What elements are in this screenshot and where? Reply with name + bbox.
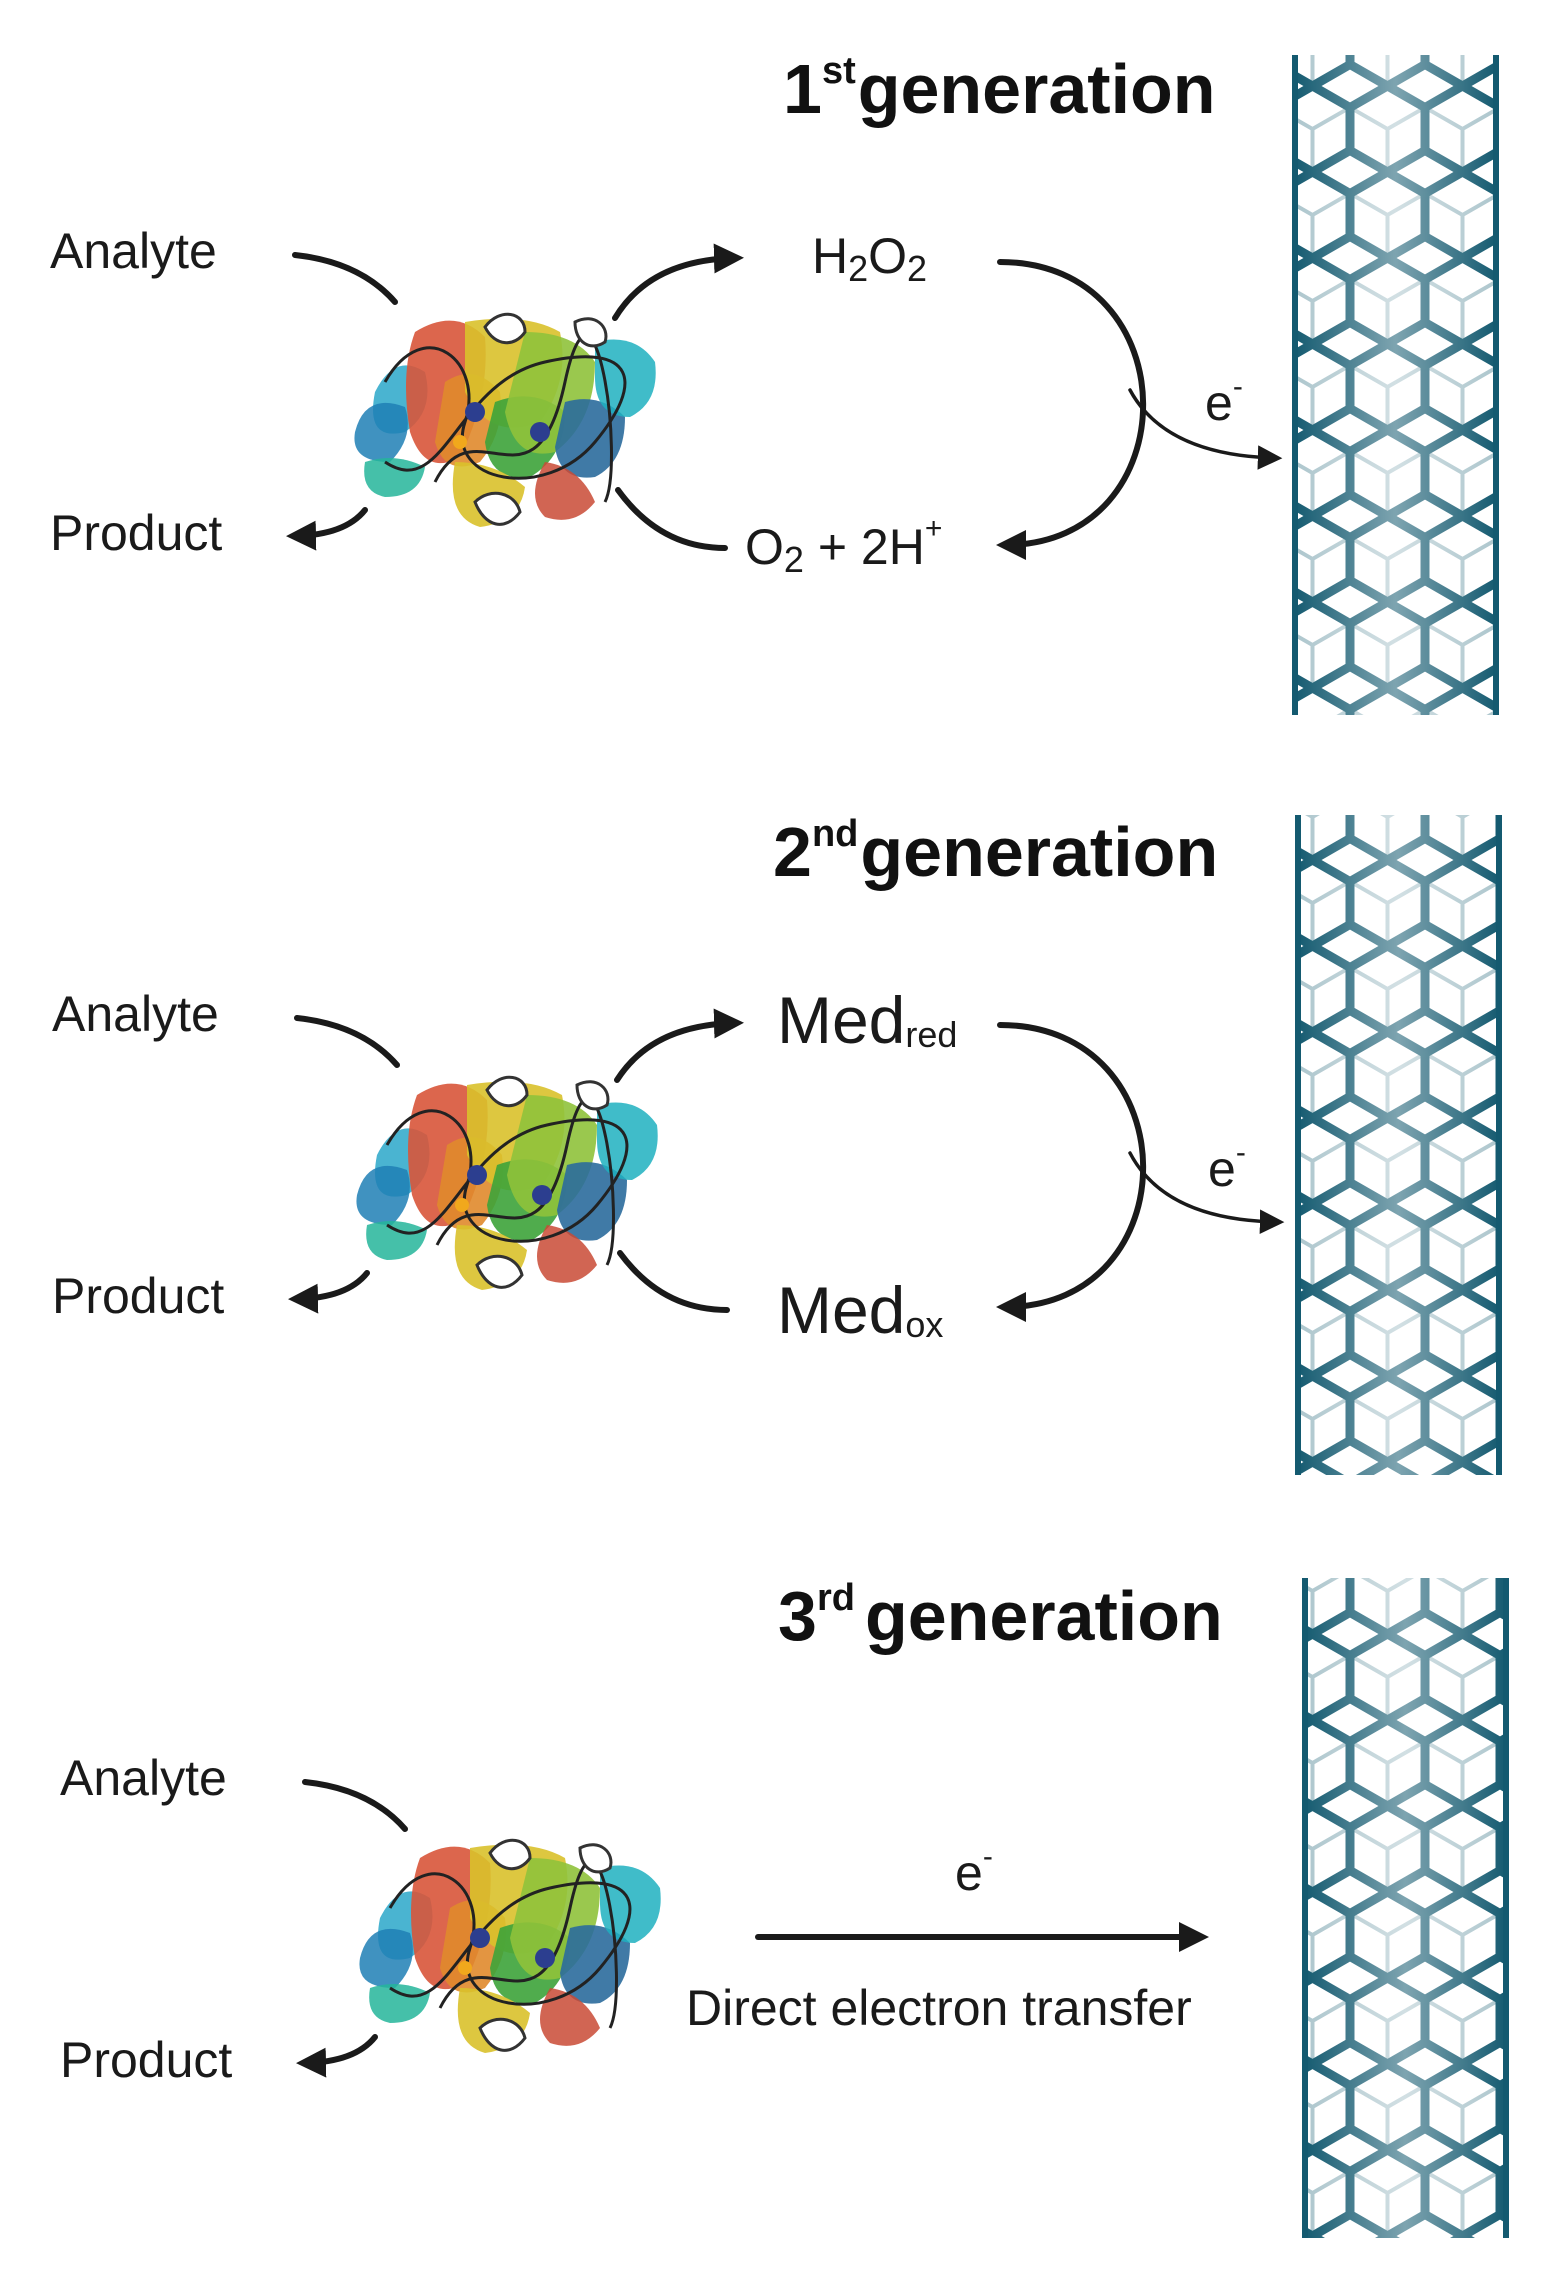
direct-electron-transfer-label: Direct electron transfer	[686, 1980, 1192, 2036]
redox-cycle-arc	[996, 259, 1147, 560]
reduced-mediator-label: Medred	[777, 983, 957, 1057]
enzyme-to-upper-arrow	[612, 243, 744, 321]
electron-to-electrode-arrow	[1128, 388, 1283, 470]
product-label: Product	[60, 2032, 232, 2088]
carbon-nanotube-icon	[1302, 1578, 1509, 2238]
panel-first-generation: 1stgeneration Analyte Product H2O2 O2 + …	[50, 50, 1499, 715]
hydrogen-peroxide-label: H2O2	[812, 228, 927, 289]
product-label: Product	[50, 505, 222, 561]
panel-title: 1stgeneration	[783, 50, 1216, 128]
enzyme-protein-structure-icon	[354, 1075, 660, 1292]
product-label: Product	[52, 1268, 224, 1324]
enzyme-protein-structure-icon	[352, 312, 658, 529]
product-arrow	[288, 1270, 370, 1314]
analyte-arrow	[302, 1779, 408, 1832]
panel-title: 2ndgeneration	[773, 813, 1218, 891]
analyte-arrow	[294, 1015, 400, 1068]
analyte-arrow	[292, 252, 398, 305]
electron-label: e-	[1205, 370, 1243, 431]
electron-label: e-	[955, 1840, 993, 1901]
enzyme-to-upper-arrow	[614, 1008, 744, 1083]
carbon-nanotube-icon	[1295, 815, 1502, 1475]
analyte-label: Analyte	[52, 986, 219, 1042]
electron-to-electrode-arrow	[1128, 1151, 1285, 1234]
enzyme-protein-structure-icon	[357, 1838, 663, 2055]
oxygen-protons-label: O2 + 2H+	[745, 512, 942, 580]
analyte-label: Analyte	[50, 223, 217, 279]
lower-to-enzyme-arc	[615, 487, 728, 551]
redox-cycle-arc	[996, 1022, 1147, 1322]
lower-to-enzyme-arc	[617, 1250, 730, 1313]
carbon-nanotube-icon	[1292, 55, 1499, 715]
analyte-label: Analyte	[60, 1750, 227, 1806]
oxidized-mediator-label: Medox	[777, 1273, 943, 1347]
panel-second-generation: 2ndgeneration Analyte Product Medred Med…	[52, 813, 1502, 1475]
product-arrow	[296, 2034, 378, 2078]
electron-label: e-	[1208, 1136, 1246, 1197]
product-arrow	[286, 507, 368, 551]
